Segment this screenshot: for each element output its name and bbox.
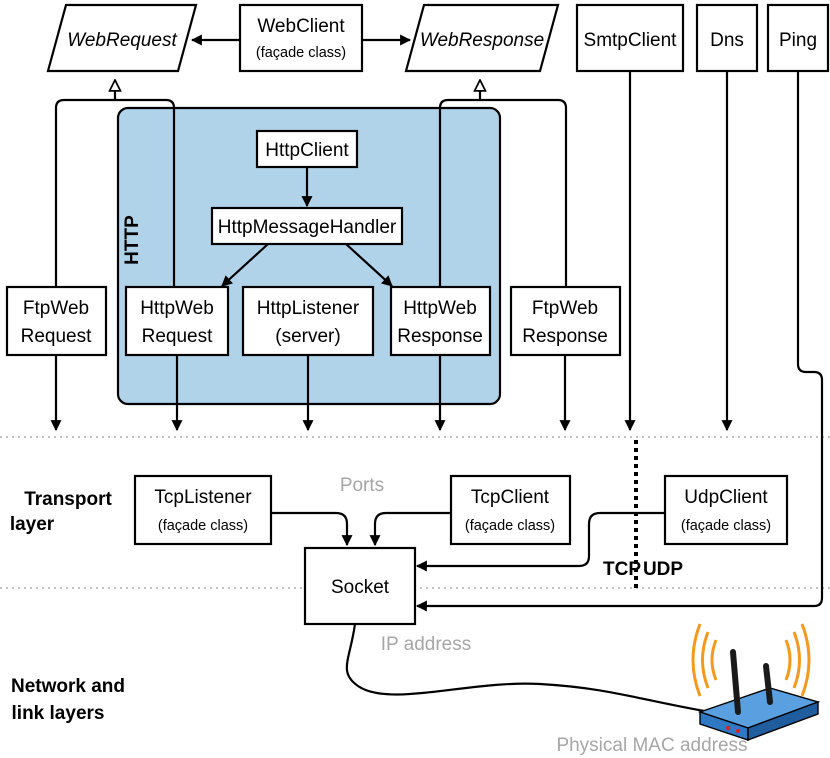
udp-label: UDP — [643, 559, 683, 580]
webclient-node: WebClient (façade class) — [238, 3, 364, 73]
handler-to-httpwebresponse-arrow — [345, 243, 393, 287]
httpclient-label: HttpClient — [265, 140, 349, 161]
httplistener-node: HttpListener (server) — [241, 285, 375, 357]
network-layer-label-1: Network and — [11, 676, 125, 697]
httpwebrequest-label-1: HttpWeb — [140, 298, 214, 319]
udpclient-label: UdpClient — [684, 487, 768, 508]
ftpwebresponse-label-2: Response — [522, 326, 608, 347]
tcplistener-node: TcpListener (façade class) — [133, 474, 273, 546]
httpmessagehandler-label: HttpMessageHandler — [218, 217, 397, 238]
network-cable — [345, 623, 711, 714]
ping-to-socket-line — [415, 71, 824, 612]
socket-node: Socket — [303, 546, 417, 626]
httpwebresponse-label-2: Response — [397, 326, 483, 347]
ftpwebresponse-label-1: FtpWeb — [532, 298, 598, 319]
httpmessagehandler-node: HttpMessageHandler — [210, 206, 404, 246]
tcpclient-sublabel: (façade class) — [465, 518, 555, 534]
tcpclient-node: TcpClient (façade class) — [449, 474, 572, 546]
wireless-signal-icon — [691, 623, 811, 697]
tcplistener-to-socket-arrow — [271, 511, 353, 547]
router-icon — [697, 649, 821, 742]
handler-to-httpwebrequest-arrow — [221, 243, 269, 287]
http-region-label: HTTP — [122, 215, 143, 265]
smtpclient-node: SmtpClient — [575, 3, 685, 73]
udpclient-sublabel: (façade class) — [681, 518, 771, 534]
socket-label: Socket — [331, 577, 390, 598]
ping-label: Ping — [779, 30, 817, 51]
webresponse-node: WebResponse — [404, 3, 560, 73]
ftpwebrequest-node: FtpWeb Request — [5, 285, 108, 357]
webclient-label: WebClient — [257, 16, 345, 37]
httpwebrequest-node: HttpWeb Request — [124, 285, 230, 357]
httpwebrequest-label-2: Request — [142, 326, 213, 347]
httpwebresponse-label-1: HttpWeb — [403, 298, 477, 319]
network-layer-label-2: link layers — [12, 703, 105, 724]
udpclient-to-socket-arrow — [415, 511, 665, 572]
transport-layer-label-2: layer — [10, 514, 55, 535]
tcplistener-sublabel: (façade class) — [158, 518, 248, 534]
webclient-sublabel: (façade class) — [256, 45, 346, 61]
webresponse-label: WebResponse — [420, 30, 544, 51]
httplistener-label: HttpListener — [257, 298, 360, 319]
tcpclient-to-socket-arrow — [369, 511, 451, 547]
tcplistener-label: TcpListener — [154, 487, 252, 508]
httpclient-node: HttpClient — [255, 129, 359, 169]
mac-address-label: Physical MAC address — [556, 735, 747, 756]
ftpwebresponse-node: FtpWeb Response — [509, 285, 622, 357]
ip-address-label: IP address — [381, 634, 471, 655]
response-inheritance-line — [438, 98, 568, 286]
transport-layer-label-1: Transport — [24, 489, 112, 510]
dns-node: Dns — [695, 3, 759, 73]
ports-label: Ports — [340, 475, 384, 496]
httpwebresponse-node: HttpWeb Response — [389, 285, 492, 357]
webrequest-label: WebRequest — [67, 30, 177, 51]
ftpwebrequest-label-2: Request — [21, 326, 92, 347]
udpclient-node: UdpClient (façade class) — [663, 474, 789, 546]
smtpclient-label: SmtpClient — [584, 30, 678, 51]
tcp-label: TCP — [603, 559, 641, 580]
ping-node: Ping — [766, 3, 830, 73]
httplistener-sublabel: (server) — [275, 326, 340, 347]
webrequest-node: WebRequest — [46, 3, 198, 73]
ftpwebrequest-label-1: FtpWeb — [23, 298, 89, 319]
dns-label: Dns — [710, 30, 744, 51]
tcpclient-label: TcpClient — [471, 487, 550, 508]
